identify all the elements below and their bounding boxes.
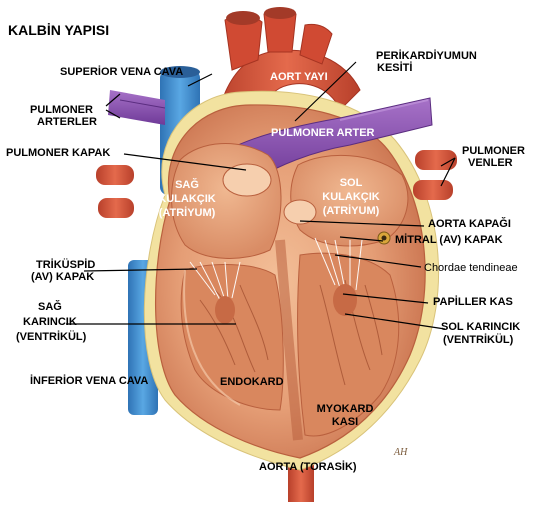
label-inferior-vena-cava: İNFERİOR VENA CAVA <box>30 375 149 387</box>
label-pulmoner-arter: PULMONER ARTER <box>271 127 375 139</box>
label-sag-karincik-line3: (VENTRİKÜL) <box>16 331 87 343</box>
pulmonary-vein-left-2 <box>98 198 134 218</box>
label-aort-yayi: AORT YAYI <box>270 71 328 83</box>
pulmonary-arteries-left <box>108 90 165 125</box>
trabeculae <box>199 279 383 386</box>
label-sol-karincik-line1: SOL KARINCIK <box>441 321 521 333</box>
label-sol-kulakcik-line3: (ATRİYUM) <box>322 205 380 217</box>
label-superior-vena-cava: SUPERİOR VENA CAVA <box>60 66 184 78</box>
aortic-valve <box>283 199 317 225</box>
label-sag-kulakcik-line2: KULAKÇIK <box>158 193 216 205</box>
pulmonary-valve <box>222 163 272 197</box>
label-aorta-kapagi: AORTA KAPAĞI <box>428 218 511 230</box>
label-sag-kulakcik-line1: SAĞ <box>175 179 199 191</box>
label-sol-kulakcik-line2: KULAKÇIK <box>322 191 380 203</box>
label-trikuspid-line2: (AV) KAPAK <box>31 271 95 283</box>
papillary-muscle-right <box>215 296 235 324</box>
label-sol-kulakcik-line1: SOL <box>339 177 363 189</box>
label-endokard: ENDOKARD <box>220 376 284 388</box>
label-perikardiyum-line1: PERİKARDİYUMUN <box>376 50 477 62</box>
label-pulmoner-arterler-line1: PULMONER <box>30 104 93 116</box>
label-pulmoner-kapak: PULMONER KAPAK <box>6 147 111 159</box>
left-ventricle <box>297 252 400 437</box>
pulmonary-vein-left-1 <box>96 165 134 185</box>
label-pulmoner-arterler-line2: ARTERLER <box>37 116 97 128</box>
septum <box>275 239 303 441</box>
chordae-strands <box>189 237 363 301</box>
papillary-muscle-left <box>333 284 357 316</box>
label-trikuspid-line1: TRİKÜSPİD <box>36 259 96 271</box>
leader-lines <box>66 61 456 330</box>
label-pulmoner-venler-line1: PULMONER <box>462 145 525 157</box>
label-sag-karincik-line2: KARINCIK <box>23 316 77 328</box>
label-chordae: Chordae tendineae <box>424 262 518 274</box>
aortic-branch-3 <box>299 23 333 65</box>
label-papiller-kas: PAPİLLER KAS <box>433 296 513 308</box>
label-sag-karincik-line1: SAĞ <box>38 301 62 313</box>
label-aorta-torasik: AORTA (TORASİK) <box>259 461 357 473</box>
artist-signature: AH <box>394 447 408 458</box>
label-myokard-line1: MYOKARD <box>316 403 374 415</box>
pulmonary-vein-right-2 <box>413 180 453 200</box>
label-sag-kulakcik-line3: (ATRİYUM) <box>158 207 216 219</box>
label-perikardiyum-line2: KESİTİ <box>377 62 413 74</box>
page-title: KALBİN YAPISI <box>8 22 110 38</box>
label-sol-karincik-line2: (VENTRİKÜL) <box>443 334 514 346</box>
label-pulmoner-venler-line2: VENLER <box>468 157 513 169</box>
label-myokard-line2: KASI <box>331 416 359 428</box>
label-mitral-kapak: MİTRAL (AV) KAPAK <box>395 234 503 246</box>
pulmonary-vein-right-1 <box>415 150 457 170</box>
svc-opening <box>160 66 200 78</box>
